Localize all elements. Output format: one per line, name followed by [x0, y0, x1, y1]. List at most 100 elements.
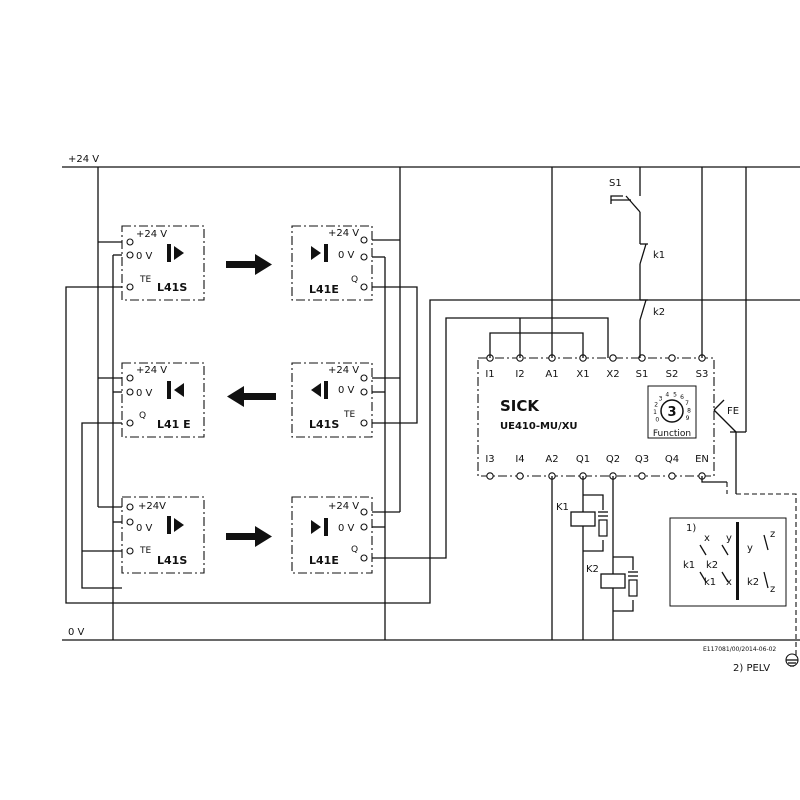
receiver-symbol-icon: [167, 381, 184, 399]
ground-icon: [785, 653, 799, 667]
r3-left-v: +24V: [138, 501, 166, 512]
dial-label: Function: [653, 429, 691, 439]
document-id: E117081/00/2014-06-02: [703, 646, 776, 653]
left-bus-wires: [65, 167, 800, 640]
rail-0v-label: 0 V: [68, 627, 85, 638]
sensor-r1-right: +24 V 0 V Q L41E: [291, 225, 373, 301]
bottom-terminal-label: Q1: [576, 454, 590, 465]
r3-left-io: TE: [139, 546, 151, 556]
r1-right-gnd: 0 V: [338, 250, 355, 261]
r1-right-v: +24 V: [328, 228, 359, 239]
r1-left-v: +24 V: [136, 229, 167, 240]
dial-number: 2: [654, 402, 658, 409]
bottom-terminal-label: I3: [485, 454, 494, 465]
right-bus-wires: [372, 167, 609, 640]
r2-left-name: L41 E: [157, 418, 191, 431]
relay-k1: K1: [556, 494, 608, 552]
k1-label: k1: [653, 250, 665, 261]
top-terminal-label: I2: [515, 369, 524, 380]
top-terminal-label: S2: [666, 369, 679, 380]
note-contact-symbols: [699, 534, 769, 589]
note-label: z: [770, 584, 775, 595]
r3-left-gnd: 0 V: [136, 523, 153, 534]
note-label: k1: [683, 560, 695, 571]
controller-top-terminals: I1 I2 A1 X1 X2 S1 S2 S3: [485, 354, 709, 380]
top-terminal-label: I1: [485, 369, 494, 380]
contact-k1: k1: [639, 243, 665, 265]
r1-right-io: Q: [351, 275, 358, 285]
top-terminal-label: S1: [636, 369, 649, 380]
k1-relay-label: K1: [556, 502, 569, 513]
dial-number: 0: [655, 417, 659, 424]
r3-right-name: L41E: [309, 554, 339, 567]
bottom-terminal-i4: [516, 472, 524, 480]
emitter-symbol-icon: [311, 381, 328, 399]
receiver-symbol-icon: [311, 244, 328, 262]
r1-left-io: TE: [139, 275, 151, 285]
note-label: k1: [704, 577, 716, 588]
k2-relay-label: K2: [586, 564, 599, 575]
controller-model: UE410-MU/XU: [500, 421, 578, 432]
dial-number: 7: [685, 400, 689, 407]
r1-right-name: L41E: [309, 283, 339, 296]
bottom-terminal-q4: [668, 472, 676, 480]
r3-right-v: +24 V: [328, 501, 359, 512]
r2-left-io: Q: [139, 411, 146, 421]
top-terminal-label: X1: [576, 369, 589, 380]
dial-number: 4: [665, 392, 669, 399]
receiver-symbol-icon: [311, 518, 328, 536]
k2-label: k2: [653, 307, 665, 318]
r3-right-gnd: 0 V: [338, 523, 355, 534]
note-number: 1): [686, 523, 696, 534]
dial-number: 9: [686, 415, 690, 422]
r3-right-io: Q: [351, 545, 358, 555]
dial-number: 1: [653, 409, 657, 416]
pelv-note: 2) PELV: [733, 663, 770, 674]
sensor-r2-right: +24 V 0 V TE L41S: [291, 362, 373, 438]
r1-left-name: L41S: [157, 281, 187, 294]
beam-arrow-left-icon: [227, 386, 276, 407]
s1-label: S1: [609, 178, 622, 189]
note-label: k2: [706, 560, 718, 571]
dial-number: 5: [673, 391, 677, 398]
dial-number: 3: [659, 395, 663, 402]
beam-arrow-right-icon: [226, 254, 272, 275]
sensor-r3-right: +24 V 0 V Q L41E: [291, 496, 373, 574]
bottom-terminal-label: Q3: [635, 454, 649, 465]
bottom-terminal-label: EN: [695, 454, 709, 465]
note-label: x: [726, 577, 732, 588]
top-terminal-s2: [668, 354, 676, 362]
controller-wiring: [489, 167, 747, 640]
dial-number: 6: [680, 394, 684, 401]
bottom-terminal-label: I4: [515, 454, 524, 465]
sensor-r1-left: +24 V 0 V TE L41S: [121, 225, 205, 301]
bottom-terminal-label: Q4: [665, 454, 679, 465]
fe-label: FE: [727, 406, 739, 417]
r2-left-v: +24 V: [136, 365, 167, 376]
reset-switch-s1: S1: [609, 178, 641, 213]
dial-number: 8: [687, 407, 691, 414]
top-terminal-label: A1: [545, 369, 558, 380]
r2-right-gnd: 0 V: [338, 385, 355, 396]
note-label: k2: [747, 577, 759, 588]
bottom-terminal-q3: [638, 472, 646, 480]
dial-value: 3: [667, 405, 676, 420]
r2-left-gnd: 0 V: [136, 388, 153, 399]
rail-24v-label: +24 V: [68, 154, 99, 165]
note-label: z: [770, 529, 775, 540]
top-terminal-label: S3: [696, 369, 709, 380]
top-terminal-label: X2: [606, 369, 619, 380]
r1-left-gnd: 0 V: [136, 251, 153, 262]
emitter-symbol-icon: [167, 516, 184, 534]
contact-k2: k2: [639, 299, 665, 321]
bottom-terminal-i3: [486, 472, 494, 480]
r2-right-v: +24 V: [328, 365, 359, 376]
relay-k2: K2: [586, 556, 638, 612]
